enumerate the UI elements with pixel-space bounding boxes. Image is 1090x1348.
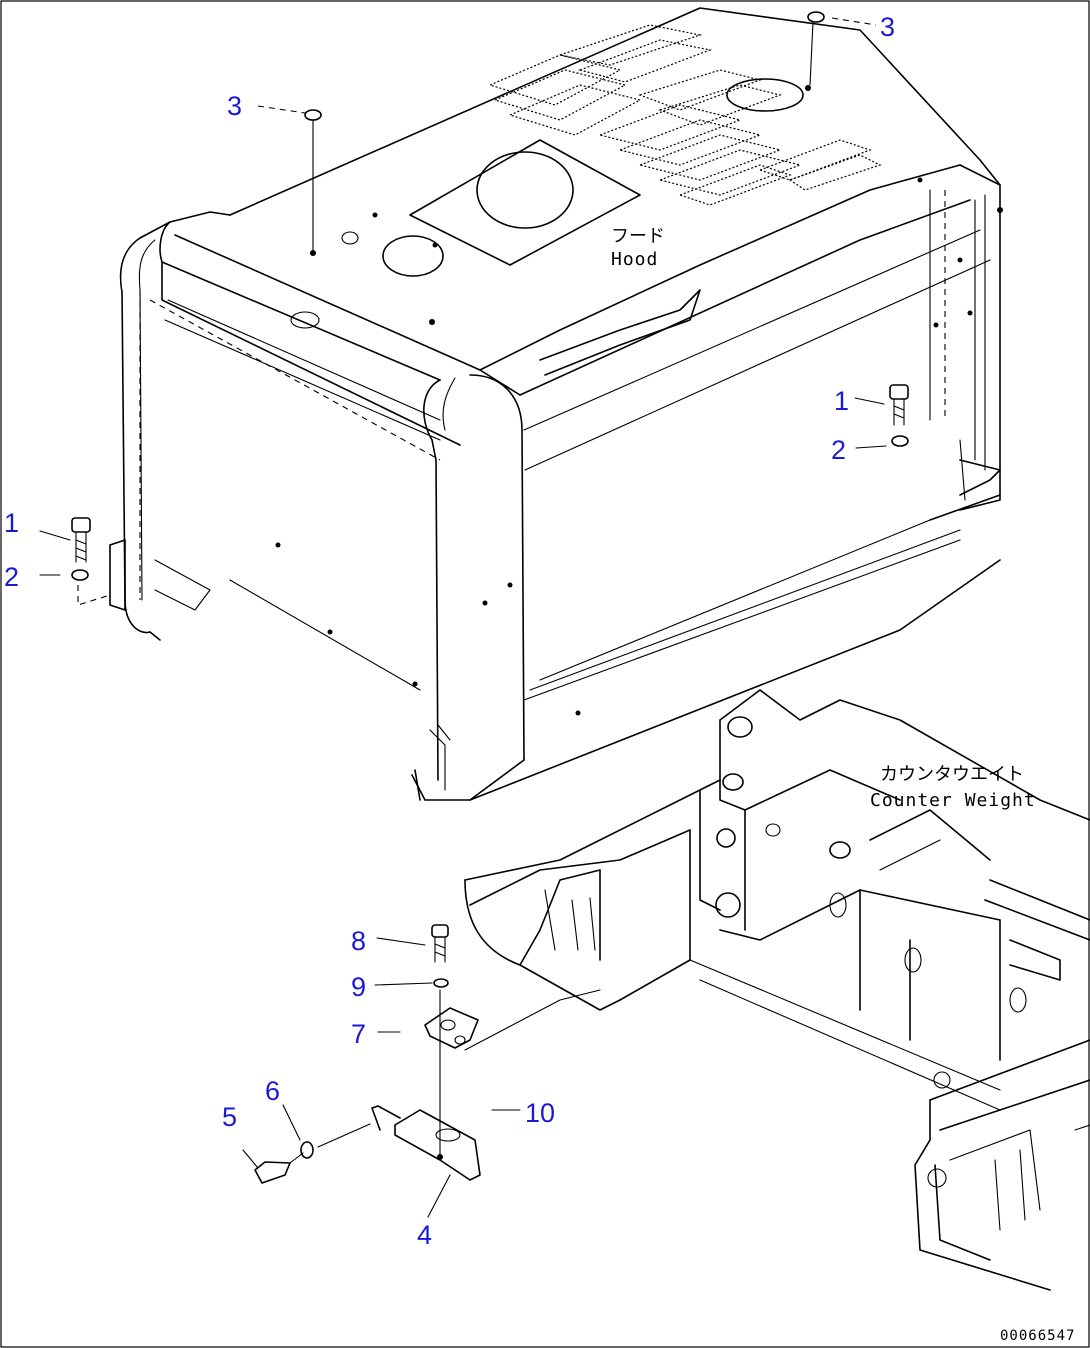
callout-10: 10: [525, 1098, 555, 1128]
drawing-number: 00066547: [1000, 1328, 1075, 1344]
counterweight-label-jp: カウンタウエイト: [880, 764, 1024, 785]
hood-assembly: [71, 7, 1003, 801]
callout-1-right: 1: [834, 386, 849, 416]
callout-2-right: 2: [831, 435, 846, 465]
callout-8: 8: [351, 926, 366, 956]
callout-6: 6: [265, 1076, 280, 1106]
callout-2-left: 2: [4, 562, 19, 592]
callout-5: 5: [222, 1102, 237, 1132]
counterweight-label-en: Counter Weight: [870, 790, 1036, 811]
bracket-assembly: [254, 924, 601, 1184]
callout-4: 4: [417, 1220, 432, 1250]
callout-1-left: 1: [4, 508, 19, 538]
callout-9: 9: [351, 972, 366, 1002]
callout-3-right: 3: [880, 12, 895, 42]
hood-label-jp: フード: [611, 226, 665, 247]
leader-lines: [39, 17, 887, 1218]
callout-7: 7: [351, 1019, 366, 1049]
hood-label-en: Hood: [611, 249, 658, 270]
counterweight-assembly: [464, 689, 1090, 1291]
callout-3-left: 3: [227, 91, 242, 121]
